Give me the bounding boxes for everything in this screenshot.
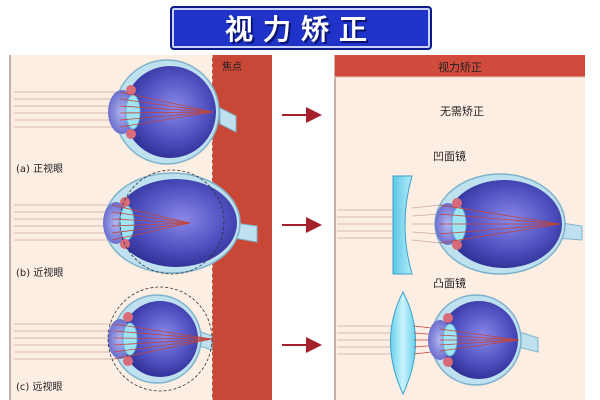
rays-normal-parallel xyxy=(14,91,120,128)
eye-label-hyperopia: (c) 远视眼 xyxy=(16,380,62,393)
convex-label: 凸面镜 xyxy=(433,276,466,290)
eye-hyperopia: (c) 远视眼 xyxy=(14,286,213,393)
iris-top-normal xyxy=(126,85,136,95)
convex-lens xyxy=(390,290,416,396)
rays-convex-parallel xyxy=(337,325,392,355)
lens-hyperopia xyxy=(122,322,138,356)
no-correction-label: 无需矫正 xyxy=(440,105,484,118)
eye-normal: (a) 正视眼 xyxy=(14,59,237,175)
iris-top-hyperopia xyxy=(123,312,133,322)
concave-label: 凹面镜 xyxy=(433,149,466,163)
right-header-title: 视力矫正 xyxy=(438,60,482,74)
rays-hyperopia-parallel xyxy=(14,323,114,360)
iris-top-corrected-myopia xyxy=(452,198,462,208)
eye-inner-hyperopia xyxy=(122,301,198,377)
page-title: 视力矫正 xyxy=(224,13,377,46)
right-header-bar xyxy=(335,55,585,77)
focus-label: 焦点 xyxy=(222,60,242,73)
iris-bottom-normal xyxy=(126,129,136,139)
rays-hyperopia-converge xyxy=(113,323,213,360)
eye-label-myopia: (b) 近视眼 xyxy=(16,266,63,279)
corrected-myopia xyxy=(337,173,583,275)
optic-nerve-normal xyxy=(219,107,237,133)
iris-bottom-corrected-hyperopia xyxy=(443,357,453,367)
rays-normal-converge xyxy=(119,91,214,128)
lens-myopia xyxy=(119,205,135,241)
iris-top-corrected-hyperopia xyxy=(443,313,453,323)
concave-lens xyxy=(392,175,413,275)
eye-inner-myopia xyxy=(115,179,237,267)
eye-myopia: (b) 近视眼 xyxy=(14,169,258,279)
rays-concave-converge xyxy=(439,204,561,244)
arrows xyxy=(282,107,322,353)
rays-myopia-converge xyxy=(111,204,191,241)
eye-label-normal: (a) 正视眼 xyxy=(16,162,63,175)
eye-inner-normal xyxy=(124,66,216,158)
normal-eye-outline-myopia xyxy=(119,169,225,275)
iris-bottom-hyperopia xyxy=(123,356,133,366)
rays-concave-parallel xyxy=(337,209,393,239)
rays-convex-converge-inner xyxy=(439,328,520,352)
iris-bottom-corrected-myopia xyxy=(452,240,462,250)
rays-myopia-parallel xyxy=(14,204,112,241)
title-banner: 视力矫正 xyxy=(170,6,432,50)
corrected-hyperopia xyxy=(337,290,539,396)
iris-top-myopia xyxy=(120,197,130,207)
